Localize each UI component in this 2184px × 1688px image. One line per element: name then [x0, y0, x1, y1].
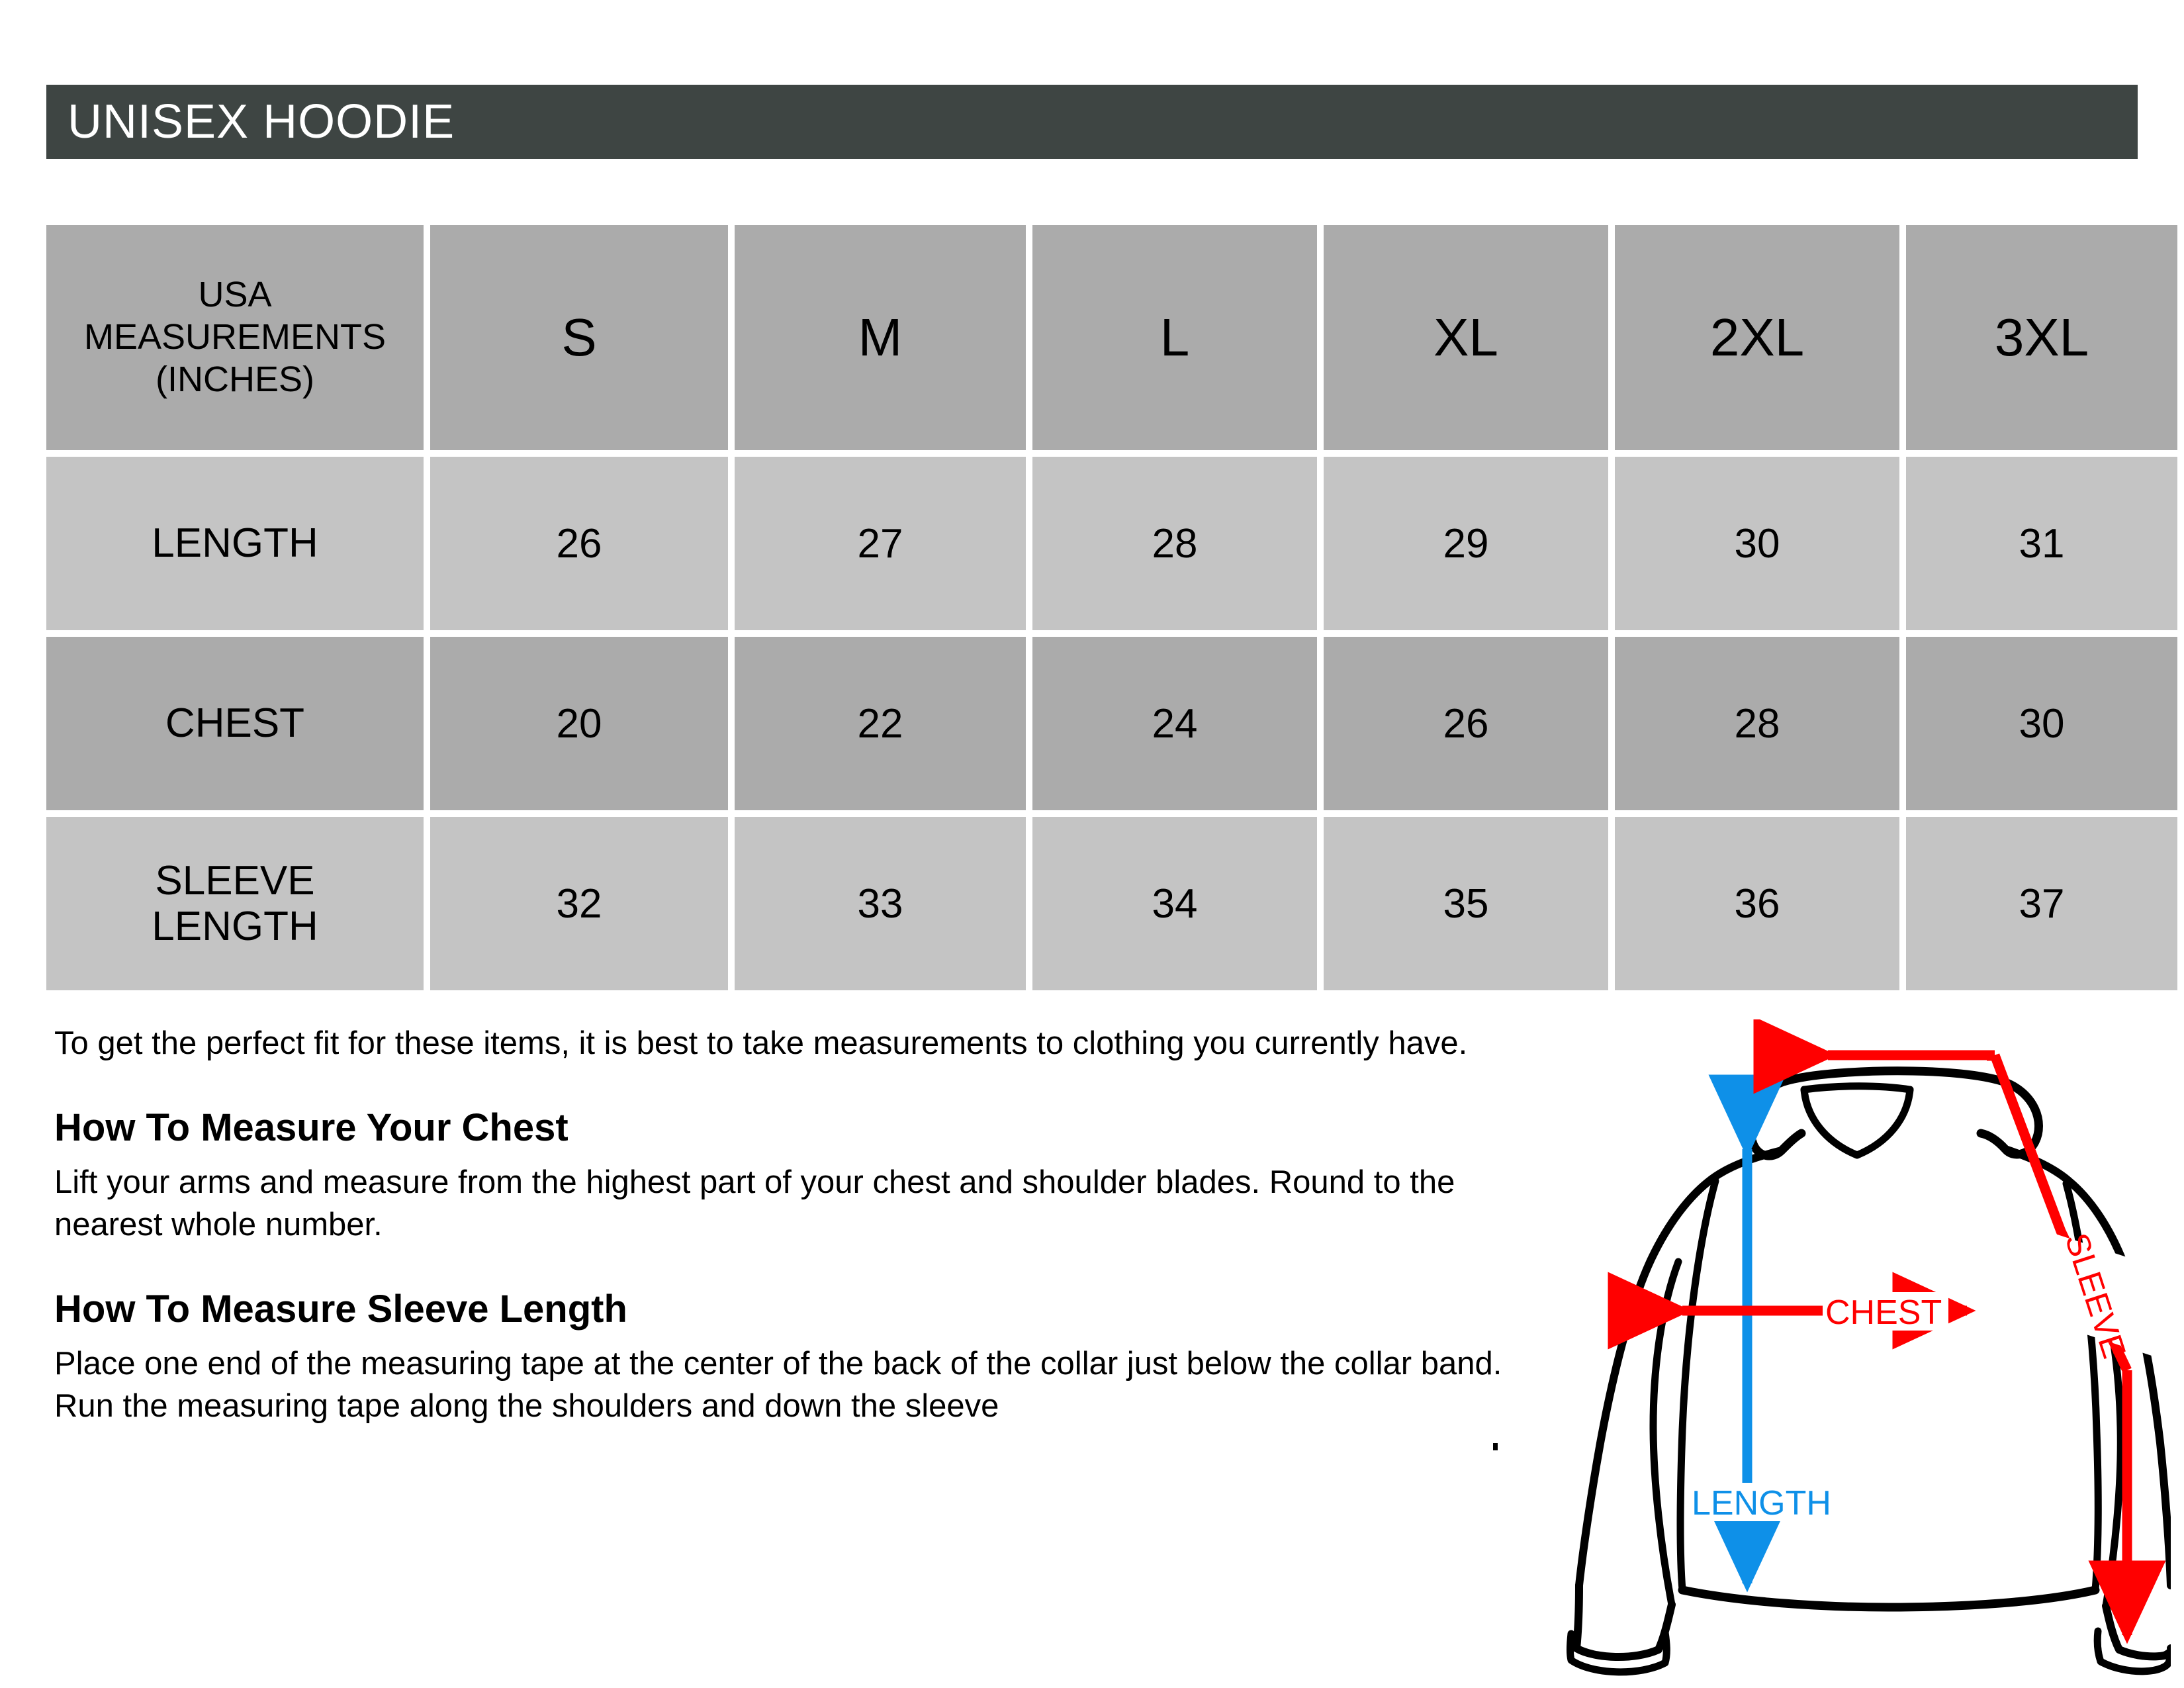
hoodie-body-left-seam: [1676, 1177, 1719, 1594]
column-header-s: S: [430, 225, 728, 450]
corner-line-3: (INCHES): [156, 359, 314, 399]
chest-xl: 26: [1324, 637, 1608, 810]
sleeve-length-xl: 35: [1324, 817, 1608, 990]
column-header-2xl: 2XL: [1615, 225, 1899, 450]
length-l: 28: [1032, 457, 1317, 630]
length-xl: 29: [1324, 457, 1608, 630]
chest-s: 20: [430, 637, 728, 810]
row-header-sleeve-length: SLEEVE LENGTH: [46, 817, 424, 990]
hoodie-left-cuff-bottom: [1567, 1628, 1670, 1676]
hoodie-right-cuff-edge: [2116, 1646, 2171, 1660]
page-title: UNISEX HOODIE: [68, 95, 455, 148]
stray-mark: [1493, 1443, 1498, 1450]
sleeve-section-body: Place one end of the measuring tape at t…: [54, 1346, 1502, 1425]
column-header-m: M: [735, 225, 1026, 450]
hoodie-right-shoulder-sleeve: [2001, 1145, 2171, 1589]
hoodie-right-cuff: [2102, 1602, 2171, 1661]
chest-2xl: 28: [1615, 637, 1899, 810]
hoodie-collar-top-edge: [1800, 1082, 1914, 1094]
row-header-chest-line-1: CHEST: [165, 700, 305, 747]
hoodie-collar-vneck: [1800, 1086, 1914, 1159]
hoodie-body-right-seam: [2062, 1180, 2102, 1594]
hoodie-left-inner-sleeve: [1649, 1258, 1682, 1609]
sleeve-length-2xl: 36: [1615, 817, 1899, 990]
chest-l: 24: [1032, 637, 1317, 810]
size-chart-table: USA MEASUREMENTS (INCHES) S M L XL 2XL 3…: [46, 225, 2177, 990]
length-3xl: 31: [1906, 457, 2177, 630]
chest-m: 22: [735, 637, 1026, 810]
length-label: LENGTH: [1692, 1484, 1831, 1523]
corner-line-1: USA: [198, 275, 272, 315]
length-m: 27: [735, 457, 1026, 630]
measurement-instructions: To get the perfect fit for these items, …: [54, 1023, 1550, 1428]
chest-label-backing: [1823, 1292, 1948, 1331]
chest-label: CHEST: [1825, 1293, 1942, 1332]
corner-line-2: MEASUREMENTS: [83, 317, 387, 357]
row-header-length: LENGTH: [46, 457, 424, 630]
hoodie-hem: [1678, 1585, 2100, 1612]
row-header-length-line-1: LENGTH: [152, 520, 318, 567]
hoodie-left-cuff-edge: [1573, 1645, 1662, 1660]
column-header-3xl: 3XL: [1906, 225, 2177, 450]
length-label-backing: [1689, 1483, 1808, 1521]
hoodie-diagram: LENGTH CHEST SLEEVE: [1542, 1019, 2171, 1688]
intro-text: To get the perfect fit for these items, …: [54, 1025, 1468, 1061]
chest-section-heading: How To Measure Your Chest: [54, 1105, 569, 1149]
sleeve-section-heading: How To Measure Sleeve Length: [54, 1287, 627, 1331]
row-header-sleeve-line-1: SLEEVE: [155, 857, 315, 904]
sleeve-length-3xl: 37: [1906, 817, 2177, 990]
row-header-chest: CHEST: [46, 637, 424, 810]
row-header-sleeve-line-2: LENGTH: [152, 904, 318, 949]
hoodie-left-cuff: [1572, 1581, 1676, 1661]
page-title-bar: UNISEX HOODIE: [46, 85, 2138, 159]
sleeve-label-backing: [2007, 1227, 2171, 1356]
chest-3xl: 30: [1906, 637, 2177, 810]
table-corner-header: USA MEASUREMENTS (INCHES): [46, 225, 424, 450]
sleeve-length-m: 33: [735, 817, 1026, 990]
length-s: 26: [430, 457, 728, 630]
sleeve-length-l: 34: [1032, 817, 1317, 990]
column-header-xl: XL: [1324, 225, 1608, 450]
sleeve-length-s: 32: [430, 817, 728, 990]
column-header-l: L: [1032, 225, 1317, 450]
length-2xl: 30: [1615, 457, 1899, 630]
chest-section-body: Lift your arms and measure from the high…: [54, 1164, 1455, 1243]
